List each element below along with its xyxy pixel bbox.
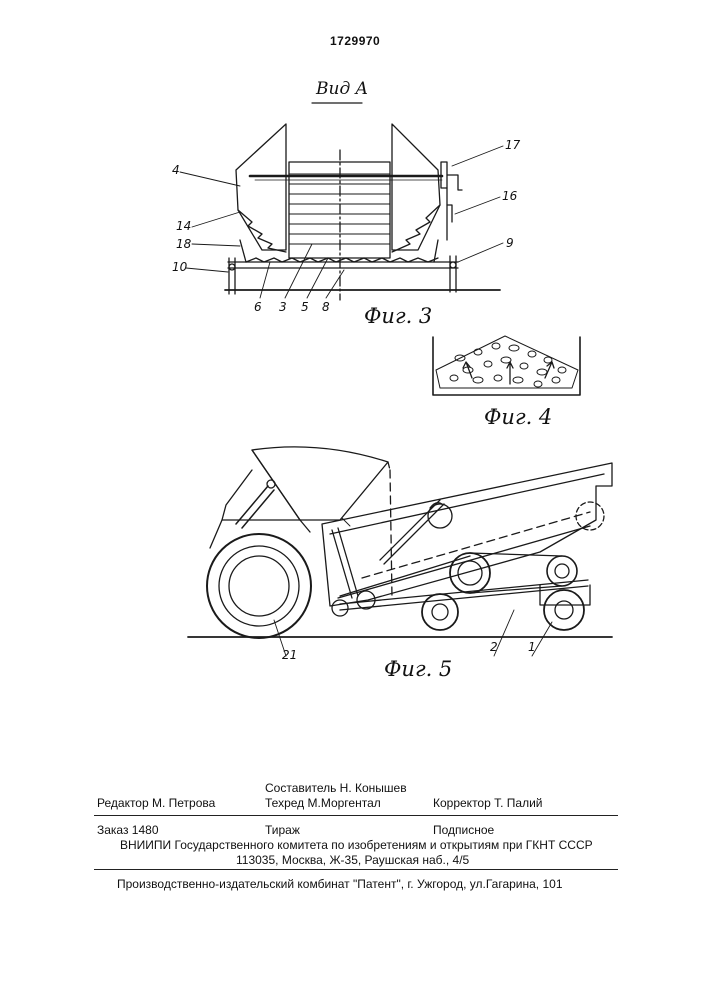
imprint-zakaz: Заказ 1480	[97, 823, 159, 837]
fig5-label-21: 21	[282, 648, 297, 662]
imprint-sostavitel: Составитель Н. Конышев	[265, 781, 407, 795]
imprint-korrektor: Корректор Т. Палий	[433, 796, 543, 810]
imprint-vniipi: ВНИИПИ Государственного комитета по изоб…	[120, 838, 593, 852]
fig3-label-14: 14	[176, 219, 191, 233]
fig3-label-17: 17	[505, 138, 520, 152]
imprint-tekhred: Техред М.Моргентал	[265, 796, 381, 810]
fig3-label-9: 9	[506, 236, 514, 250]
fig3-label-8: 8	[322, 300, 330, 314]
fig5-label-1: 1	[528, 640, 536, 654]
fig5-caption: Фиг. 5	[384, 657, 452, 681]
fig4-drawing	[433, 336, 580, 395]
imprint-podpisnoe: Подписное	[433, 823, 494, 837]
fig4-caption: Фиг. 4	[484, 405, 552, 429]
imprint-kombinat: Производственно-издательский комбинат "П…	[117, 877, 563, 891]
fig3-caption: Фиг. 3	[364, 304, 432, 328]
fig3-label-10: 10	[172, 260, 187, 274]
fig3-drawing	[180, 103, 503, 300]
fig5-drawing	[188, 447, 612, 656]
fig3-label-5: 5	[301, 300, 309, 314]
imprint-redaktor: Редактор М. Петрова	[97, 796, 215, 810]
fig3-view-caption: Вид A	[316, 79, 368, 99]
imprint-divider-1	[94, 815, 618, 816]
fig3-label-4: 4	[172, 163, 180, 177]
fig3-label-6: 6	[254, 300, 262, 314]
imprint-tirazh: Тираж	[265, 823, 300, 837]
fig3-label-3: 3	[279, 300, 287, 314]
fig3-label-18: 18	[176, 237, 191, 251]
patent-number: 1729970	[330, 34, 380, 48]
imprint-divider-2	[94, 869, 618, 870]
fig5-label-2: 2	[490, 640, 498, 654]
imprint-address: 113035, Москва, Ж-35, Раушская наб., 4/5	[236, 853, 469, 867]
fig3-label-16: 16	[502, 189, 517, 203]
